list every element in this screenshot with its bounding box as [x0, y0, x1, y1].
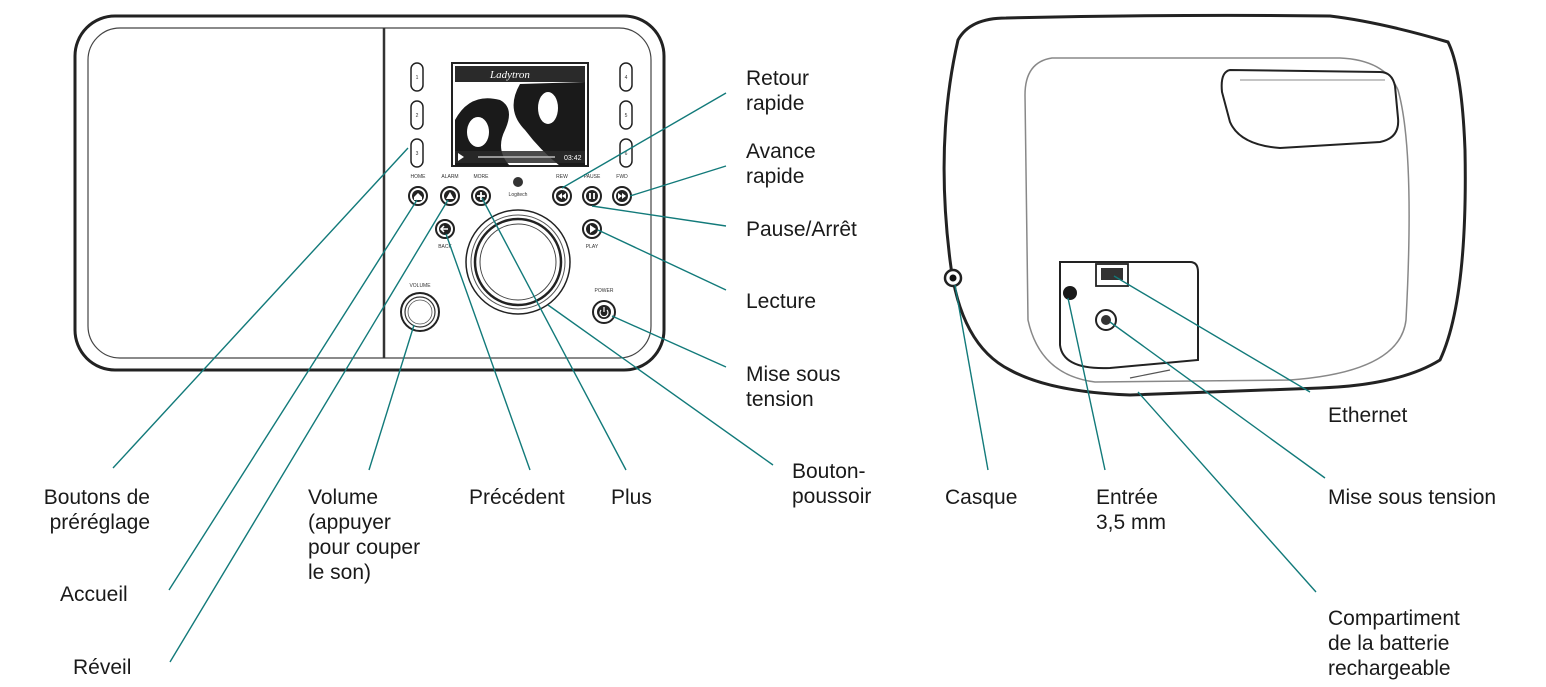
preset-button-1[interactable] — [410, 62, 424, 92]
label-accueil: Accueil — [60, 583, 128, 606]
brand-text: Logitech — [509, 192, 528, 198]
preset-number-4: 4 — [625, 75, 628, 81]
preset-button-6[interactable] — [619, 138, 633, 168]
leader-bouton-poussoir — [547, 304, 774, 466]
play-icon — [590, 225, 596, 233]
leader-retour-rapide — [561, 92, 727, 189]
label-mise-sous-tension-back: Mise sous tension — [1328, 486, 1497, 509]
leader-pause-arret — [591, 205, 727, 227]
leader-mise-sous-tension-front — [611, 315, 727, 368]
back-view — [942, 13, 1467, 397]
preset-buttons-left: 1 2 3 — [410, 62, 424, 168]
home-icon — [414, 193, 422, 200]
leader-precedent — [445, 233, 531, 471]
album-art-right-face — [513, 82, 585, 166]
carry-handle — [1220, 68, 1400, 150]
preset-buttons-right: 4 5 6 — [619, 62, 633, 168]
fwd-mark: FWD — [616, 174, 628, 180]
leader-mise-sous-tension-back — [1109, 321, 1326, 479]
home-mark: HOME — [411, 174, 427, 180]
forward-icon — [618, 193, 626, 199]
aux-input-jack[interactable] — [1063, 286, 1077, 300]
screen-title: Ladytron — [489, 69, 530, 81]
connector-panel — [1059, 261, 1199, 370]
label-ethernet: Ethernet — [1328, 404, 1408, 427]
label-plus: Plus — [611, 486, 652, 509]
pause-mark: PAUSE — [584, 174, 601, 180]
alarm-mark: ALARM — [441, 174, 458, 180]
power-icon — [599, 307, 609, 318]
play-mark: PLAY — [586, 244, 599, 250]
more-mark: MORE — [474, 174, 490, 180]
leader-ethernet — [1113, 275, 1311, 393]
label-precedent: Précédent — [469, 486, 565, 509]
volume-knob[interactable] — [400, 292, 440, 332]
leader-casque — [954, 284, 989, 471]
label-bouton-poussoir: Bouton-poussoir — [792, 460, 872, 508]
preset-number-5: 5 — [625, 113, 628, 119]
pause-icon — [589, 193, 595, 199]
radio-back-body — [942, 13, 1467, 397]
label-casque: Casque — [945, 486, 1018, 509]
back-panel-recess — [1024, 57, 1410, 383]
preset-number-3: 3 — [416, 151, 419, 157]
back-mark: BACK — [438, 244, 452, 250]
volume-mark: VOLUME — [409, 283, 431, 289]
rew-mark: REW — [556, 174, 568, 180]
leader-entree — [1067, 297, 1106, 471]
power-mark: POWER — [595, 288, 614, 294]
top-button-row: HOME ALARM MORE REW PAUSE FWD — [408, 174, 632, 206]
preset-button-3[interactable] — [410, 138, 424, 168]
leader-compartiment — [1137, 391, 1317, 593]
radio-front-inner-frame — [87, 27, 652, 359]
scroll-knob[interactable] — [465, 209, 571, 315]
preset-button-4[interactable] — [619, 62, 633, 92]
preset-number-1: 1 — [416, 75, 419, 81]
preset-number-2: 2 — [416, 113, 419, 119]
leader-avance-rapide — [629, 165, 727, 197]
label-lecture: Lecture — [746, 290, 817, 313]
logitech-logo: Logitech — [509, 177, 528, 198]
rewind-icon — [558, 193, 566, 199]
plus-icon — [477, 192, 485, 200]
leader-boutons-prereglage — [112, 147, 409, 469]
back-arrow-icon — [439, 225, 448, 233]
leader-lecture — [597, 229, 727, 291]
front-view: 1 2 3 4 5 6 Ladytron 0 — [73, 14, 666, 372]
leader-reveil — [169, 199, 449, 663]
display-screen: Ladytron 03:42 — [451, 62, 589, 167]
preset-button-2[interactable] — [410, 100, 424, 130]
screen-time: 03:42 — [564, 155, 582, 162]
preset-button-5[interactable] — [619, 100, 633, 130]
label-reveil: Réveil — [73, 656, 132, 679]
leader-plus — [481, 197, 627, 471]
label-pause-arret: Pause/Arrêt — [746, 218, 857, 241]
leader-accueil — [168, 199, 418, 591]
preset-number-6: 6 — [625, 151, 628, 157]
leader-volume — [368, 324, 415, 471]
leader-lines — [112, 92, 1326, 663]
alarm-icon — [446, 192, 454, 199]
